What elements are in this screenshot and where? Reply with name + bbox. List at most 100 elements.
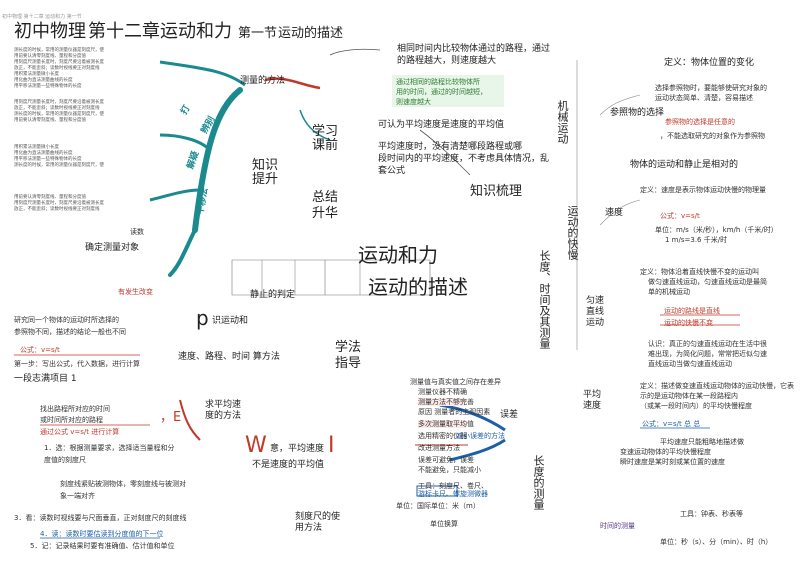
rt-conv: 1 m/s=3.6 千米/时 — [665, 236, 728, 244]
rm-measure-0: 测量值与真实值之间存在差异 — [410, 378, 501, 386]
rt-straight-def3: 单的机械运动 — [648, 288, 690, 296]
rt-ref-label: 参照物的选择 — [610, 108, 665, 118]
bl-s-formula: 速度、路程、时间 算方法 — [178, 352, 280, 362]
bl-w-i: I — [328, 433, 335, 458]
rt-red-uniform: 运动的路线是直线 — [664, 307, 720, 315]
rm-green3: 则速度越大 — [396, 98, 431, 106]
center-line2: 运动的描述 — [368, 275, 468, 299]
center-shengsheng: 升华 — [312, 206, 339, 221]
left-fangfa: 测量的方法 — [240, 76, 286, 86]
rm-changdu2: 长度的测量 — [532, 455, 545, 510]
rm-measure-1: 测量仪器不精确 — [418, 388, 467, 396]
header-section-name: 运动的描述 — [278, 26, 344, 41]
rm-avg1: 可认为平均速度是速度的平均值 — [378, 120, 505, 130]
bl-step1-red: 有发生改变 — [118, 288, 153, 296]
header-section: 第一节 — [238, 26, 278, 41]
bl-step2: 一段志满项目 1 — [14, 374, 77, 384]
rm-wucha: 误差 — [500, 410, 519, 420]
center-shibie-p: p — [196, 306, 209, 330]
bl-q-b: 或时间所对应的路程 — [40, 416, 103, 424]
rm-green2: 用的时间，通过的时间越短， — [396, 88, 487, 96]
bl-q-speed: 求平均速度的方法 — [205, 400, 242, 421]
center-tisheng: 提升 — [252, 172, 279, 187]
bl-read2: 度值的刻度尺 — [44, 456, 86, 464]
bl-step1: 第一步：写出公式，代入数据，进行计算 — [14, 360, 140, 368]
bl-formula: 公式：v=s/t — [20, 346, 60, 354]
rt-rel: 物体的运动和静止是相对的 — [630, 160, 739, 170]
rt-uniform: 匀速直线运动 — [586, 296, 605, 328]
rm-avg2: 平均速度时，没有清楚哪段路程或哪 — [378, 142, 523, 152]
center-keqian: 课前 — [312, 138, 339, 153]
rm-measure-4: 多次测量取平均值 — [418, 420, 474, 428]
rt-red-speed: 运动的快慢不变 — [664, 319, 713, 327]
rt-avg-def3: （或某一段时间内）的平均快慢程度 — [640, 402, 752, 410]
center-zongjie: 总结 — [312, 190, 339, 205]
rm-top2: 的路程越大，则速度越大 — [397, 56, 497, 66]
center-shibie: 识运动和 — [212, 316, 249, 326]
bl-w-text2: 不是速度的平均值 — [252, 460, 325, 470]
rt-tool: 工具：钟表、秒表等 — [680, 510, 743, 518]
rm-length-tool: 工具：刻度尺、卷尺、 — [418, 482, 488, 490]
rm-measure-2: 测量方法不够完善 — [418, 398, 474, 406]
rt-avg-speed: 平均速度 — [583, 390, 602, 411]
rt-straight-def2: 做匀速直线运动，匀速直线运动是最简 — [648, 278, 767, 286]
bl-read4: 象一端对齐 — [60, 492, 95, 500]
rm-avg4: 套公式 — [378, 166, 406, 176]
rm-jianxiao: 减小误差的方法 — [456, 432, 505, 440]
bl-q-c: 通过公式 v=s/t 进行计算 — [40, 428, 120, 436]
bl-read5: 3．看：读数时视线要与尺面垂直，正对刻度尺的刻度线 — [14, 514, 187, 522]
rt-def-label: 定义：物体位置的变化 — [664, 58, 755, 68]
left-queding: 确定测量对象 — [85, 243, 140, 253]
left-notes-3: 用积累法测量微小长度 用化曲为直法测量曲线的长度 用平移法测量一些特殊物体的长度… — [14, 145, 104, 168]
bl-read6: 4．读：读数时要估读到分度值的下一位 — [40, 530, 164, 538]
rt-ref-text2: 运动状态简单、清楚，容易描述 — [655, 94, 753, 102]
rt-ref-text1: 选择参照物时，要能够使研究对象的 — [655, 84, 767, 92]
center-xuefa: 学法 — [335, 340, 362, 355]
rt-avg-formula: 公式：v=s/t 总 总 — [642, 420, 701, 428]
rm-measure-5: 选用精密的仪器 — [418, 432, 467, 440]
bl-e-letter: ，E — [160, 410, 182, 425]
rt-avg-note1: 平均速度只能粗略地描述做 — [660, 438, 744, 446]
rm-length-unit: 单位：国际单位：米（m） — [396, 502, 480, 510]
bl-ref1: 研究同一个物体的运动时所选择的 — [14, 316, 119, 324]
bl-w-letter: W — [245, 433, 267, 458]
rt-time-measure: 时间的测量 — [600, 522, 635, 530]
rt-recog3: 直线运动当做匀速直线运动 — [648, 360, 732, 368]
rm-unit-change: 单位换算 — [430, 520, 458, 528]
center-zhidao: 指导 — [335, 356, 362, 371]
red-branch-bottom — [179, 399, 201, 441]
rt-avg-def1: 定义：描述做变速直线运动物体的运动快慢，它表 — [640, 382, 794, 390]
header-chapter-name: 运动和力 — [160, 21, 232, 42]
rt-avg-def2: 示的是运动物体在某一段路程内 — [640, 392, 738, 400]
knowledge-review: 知识梳理 — [470, 184, 523, 199]
center-zhishi: 知识 — [252, 158, 279, 173]
rt-ref-not: ，不能选取研究的对象作为参照物 — [660, 132, 765, 140]
left-notes: 测长度的时候，常用的测量仪器是刻度尺，使 用前要认清零刻度线、量程和分度值 用刻… — [14, 48, 104, 89]
rt-unit: 单位：m/s（米/秒），km/h（千米/时） — [655, 226, 778, 234]
rt-recog1: 认识：真正的匀速直线运动在生活中很 — [648, 340, 767, 348]
rm-measure-7: 误差可避免，误差 — [418, 456, 474, 464]
header-title-prefix: 初中物理 — [14, 21, 86, 42]
rt-machine: 机械运动 — [556, 100, 569, 144]
bl-read3: 刻度线紧贴被测物体，零刻度线与被测对 — [60, 480, 186, 488]
left-notes-2: 用刻度尺测量长度时，刻度尺要沿着被测长度 放正，不能歪斜；读数时视线要正对刻度线… — [14, 100, 104, 123]
rm-measure-6: 改进测量方法 — [418, 444, 460, 452]
rt-speed: 速度 — [605, 208, 624, 218]
rt-kuaiman: 运动的快慢 — [566, 205, 579, 260]
rt-avg-note2: 变速运动物体的平均快慢程度 — [620, 448, 711, 456]
rt-time-unit: 单位：秒（s）、分（min）、时（h） — [660, 538, 773, 546]
bl-read7: 5．记：记录结果时要有准确值、估计值和单位 — [30, 542, 175, 550]
teal-branch-low — [168, 228, 197, 277]
rm-green1: 通过相同的路程比较物体所 — [396, 78, 480, 86]
rt-ref-red: 参照物的选择是任意的 — [665, 118, 735, 126]
rt-avg-note3: 瞬时速度是某时刻或某位置的速度 — [620, 458, 725, 466]
rm-measure-8: 不能避免，只能减小 — [418, 466, 481, 474]
bl-q-a: 找出路程所对应的时间 — [40, 405, 110, 413]
rm-measure-3: 原因 测量者的主观因素 — [418, 408, 491, 416]
left-notes-4: 用前要认清零刻度线、量程和分度值 用刻度尺测量长度时，刻度尺要沿着被测长度 放正… — [14, 195, 104, 212]
header-chapter: 第十二章 — [88, 21, 160, 42]
bl-read1: 1．选：根据测量要求，选择适当量程和分 — [44, 444, 175, 452]
rm-changdu: 长度、时间及其测量 — [538, 250, 551, 349]
rt-recog2: 难出现，为简化问题，常常把近似匀速 — [648, 350, 767, 358]
rm-length-tool2: 游标卡尺、螺旋测微器 — [418, 490, 488, 498]
